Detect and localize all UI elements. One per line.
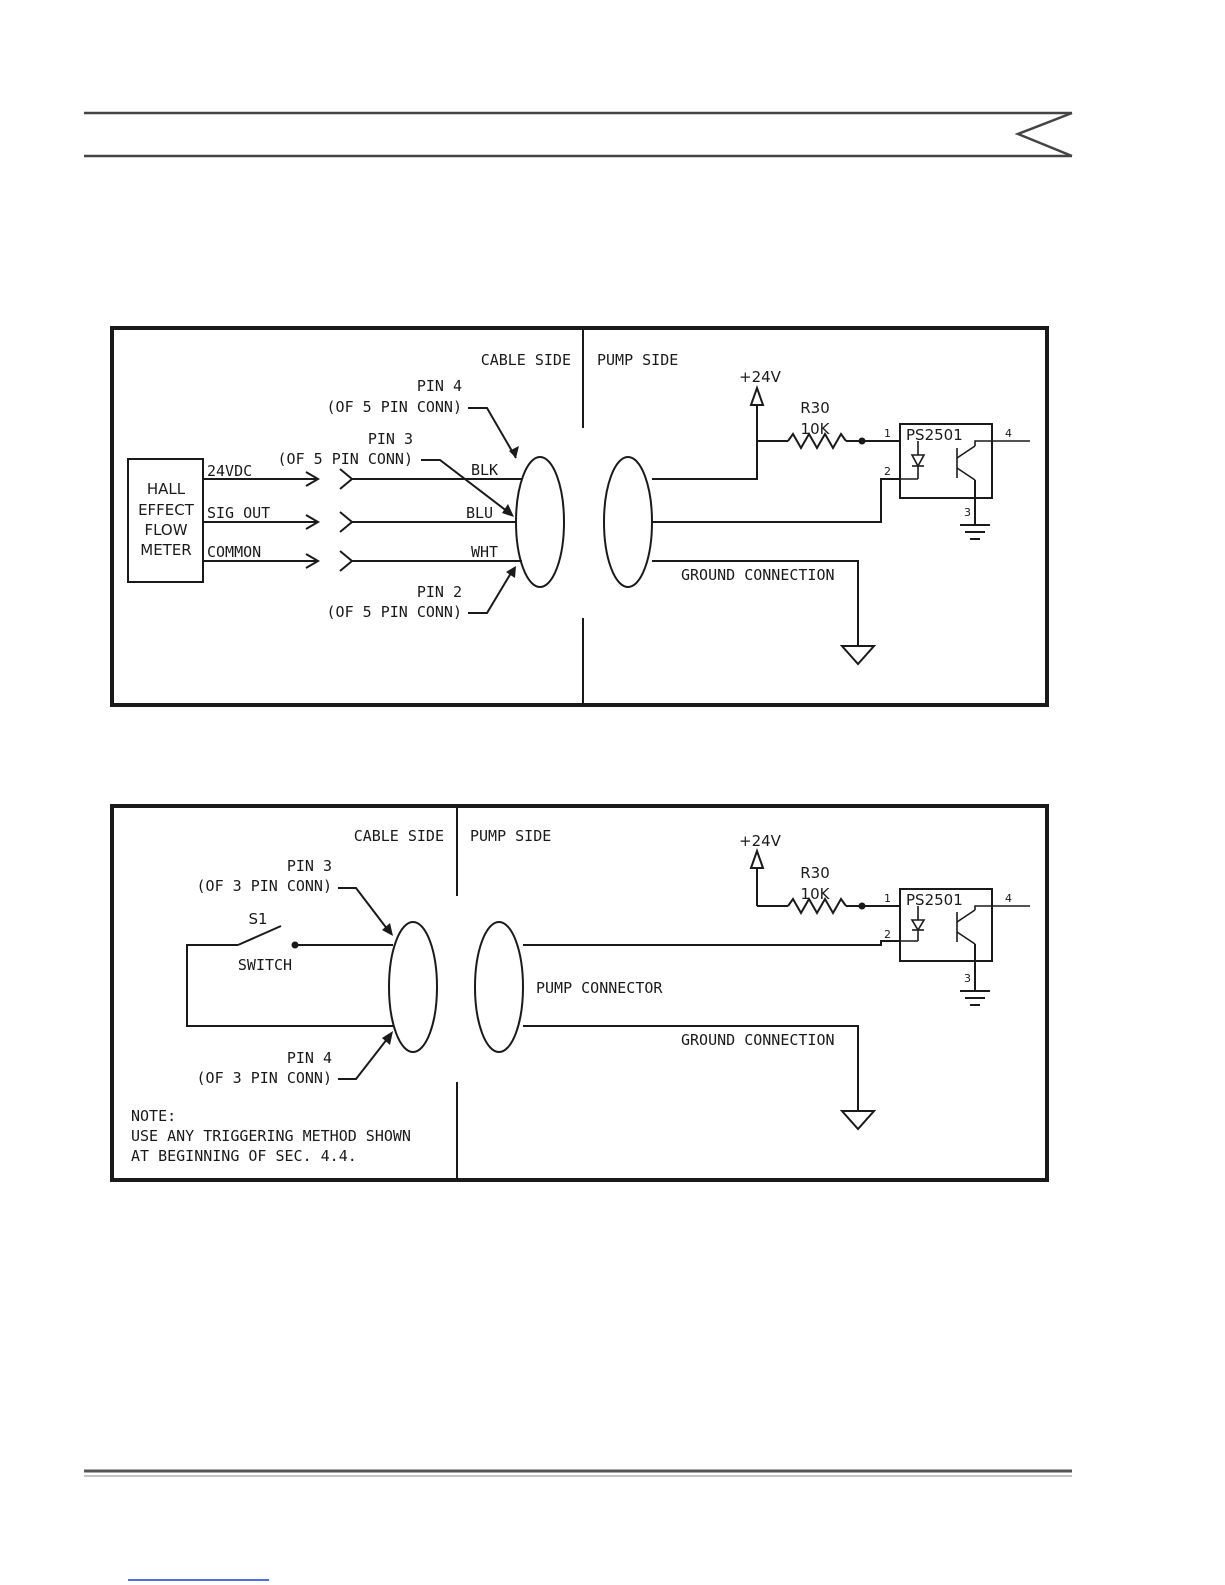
pump-connector — [603, 456, 653, 588]
pin2-label: PIN 2 — [417, 583, 462, 601]
opto-pin-3: 3 — [964, 506, 971, 519]
meter-label-4: METER — [140, 541, 191, 559]
wire-wht-label: WHT — [471, 543, 498, 561]
switch-label: SWITCH — [238, 956, 292, 974]
ground-symbol-2 — [839, 1110, 877, 1131]
pump-side-label-2: PUMP SIDE — [470, 827, 551, 845]
optocoupler-ps2501: PS2501 1 2 3 4 — [884, 423, 1030, 540]
signal-sig-out: SIG OUT — [207, 504, 270, 522]
optocoupler-label-2: PS2501 — [906, 891, 963, 909]
pin4-conn-label-2: (OF 3 PIN CONN) — [197, 1069, 332, 1087]
pin3-conn-label: (OF 5 PIN CONN) — [278, 450, 413, 468]
supply-label-2: +24V — [739, 832, 782, 850]
supply-arrow — [749, 384, 765, 406]
wire-blk-label: BLK — [471, 461, 498, 479]
signal-common: COMMON — [207, 543, 261, 561]
pin4-label-2: PIN 4 — [287, 1049, 332, 1067]
optocoupler-ps2501-2: PS2501 1 2 3 4 — [884, 888, 1030, 1006]
pin3-label: PIN 3 — [368, 430, 413, 448]
header-rule — [84, 111, 1073, 158]
optocoupler-label: PS2501 — [906, 426, 963, 444]
opto-pin-1-2: 1 — [884, 892, 891, 905]
opto-pin-2-2: 2 — [884, 928, 891, 941]
cable-connector-2 — [388, 921, 438, 1053]
supply-arrow-2 — [749, 847, 765, 869]
resistor-name: R30 — [800, 399, 830, 417]
ground-symbol-1 — [839, 645, 877, 666]
pin4-label: PIN 4 — [417, 377, 462, 395]
resistor-value-2: 10K — [801, 885, 831, 903]
cable-side-label-2: CABLE SIDE — [354, 827, 444, 845]
wire-24vdc — [203, 468, 522, 490]
diagram-hall-flow-meter: CABLE SIDE PUMP SIDE HALL EFFECT FLOW ME… — [110, 326, 1049, 707]
meter-label-1: HALL — [147, 480, 186, 498]
opto-pin-4: 4 — [1005, 427, 1012, 440]
switch-name: S1 — [248, 910, 267, 928]
resistor-r30 — [787, 431, 847, 451]
signal-24vdc: 24VDC — [207, 462, 252, 480]
opto-pin-2: 2 — [884, 465, 891, 478]
wire-blu-label: BLU — [466, 504, 493, 522]
opto-pin-4-2: 4 — [1005, 892, 1012, 905]
opto-pin-3-2: 3 — [964, 972, 971, 985]
pin4-conn-label: (OF 5 PIN CONN) — [327, 398, 462, 416]
footer-rule — [84, 1469, 1072, 1581]
resistor-value: 10K — [801, 420, 831, 438]
ground-label-2: GROUND CONNECTION — [681, 1031, 835, 1049]
note-title: NOTE: — [131, 1107, 176, 1125]
cable-connector — [515, 456, 565, 588]
note-line-1: USE ANY TRIGGERING METHOD SHOWN — [131, 1127, 411, 1145]
pump-connector-label: PUMP CONNECTOR — [536, 979, 663, 997]
resistor-name-2: R30 — [800, 864, 830, 882]
diagram-switch-trigger: CABLE SIDE PUMP SIDE PIN 3 (OF 3 PIN CON… — [110, 804, 1049, 1182]
resistor-r30-2 — [787, 896, 847, 916]
opto-pin-1: 1 — [884, 427, 891, 440]
switch-s1 — [186, 925, 393, 1027]
cable-side-label: CABLE SIDE — [481, 351, 571, 369]
supply-label: +24V — [739, 368, 782, 386]
pin2-conn-label: (OF 5 PIN CONN) — [327, 603, 462, 621]
pin3-label-2: PIN 3 — [287, 857, 332, 875]
meter-label-3: FLOW — [144, 521, 187, 539]
ground-label: GROUND CONNECTION — [681, 566, 835, 584]
wire-sig-out — [203, 511, 516, 533]
pump-connector-2 — [474, 921, 524, 1053]
note-line-2: AT BEGINNING OF SEC. 4.4. — [131, 1147, 357, 1165]
wire-common — [203, 550, 522, 572]
meter-label-2: EFFECT — [138, 501, 195, 519]
pump-side-label: PUMP SIDE — [597, 351, 678, 369]
pin3-conn-label-2: (OF 3 PIN CONN) — [197, 877, 332, 895]
